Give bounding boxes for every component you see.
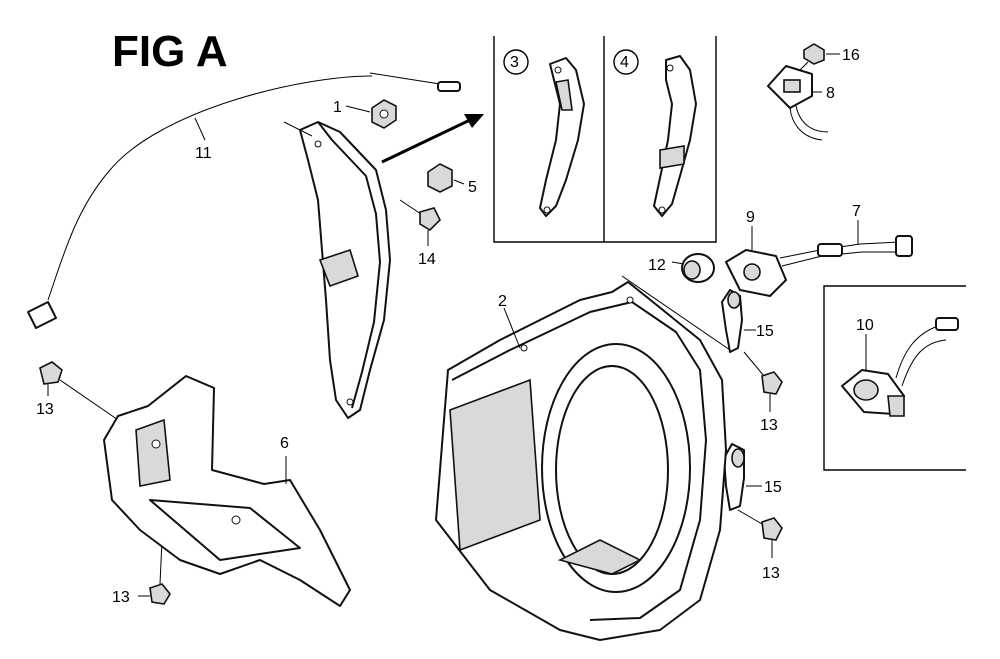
callout-labels: 1 2 3 4 5 6 7 8 9 10 11 12 13 13 13 13 1… — [36, 47, 874, 606]
callout-1: 1 — [333, 99, 342, 116]
part-2-fan-shroud — [435, 275, 731, 641]
callout-10: 10 — [856, 317, 874, 334]
part-9-sensor — [725, 226, 787, 297]
part-7-wire — [779, 220, 913, 267]
callout-7: 7 — [852, 203, 861, 220]
callout-9: 9 — [746, 209, 755, 226]
part-15-clamp-upper — [721, 289, 756, 353]
part-8-switch — [767, 65, 829, 141]
callout-3: 3 — [510, 54, 519, 71]
callout-14: 14 — [418, 251, 436, 268]
callout-4: 4 — [620, 54, 629, 71]
callout-8: 8 — [826, 85, 835, 102]
callout-13-left: 13 — [36, 401, 54, 418]
part-5-clip — [427, 163, 465, 193]
part-14-screw — [399, 199, 441, 246]
callout-13-bottom: 13 — [112, 589, 130, 606]
part-6-bracket — [103, 375, 351, 607]
part-13-bolt-right-lower — [737, 509, 783, 558]
callout-11: 11 — [195, 145, 212, 162]
part-13-bolt-right-upper — [743, 351, 783, 412]
callout-15-lower: 15 — [764, 479, 782, 496]
callout-5: 5 — [468, 179, 477, 196]
callout-15-upper: 15 — [756, 323, 774, 340]
part-15-clamp-lower — [723, 443, 762, 511]
callout-13-right-lower: 13 — [762, 565, 780, 582]
part-16-bolt — [799, 43, 840, 71]
part-12-grommet — [671, 253, 715, 283]
part-1-nut — [345, 99, 397, 129]
callout-12: 12 — [648, 257, 666, 274]
callout-6: 6 — [280, 435, 289, 452]
inset-box-right — [823, 285, 966, 471]
part-14-bracket — [283, 121, 391, 419]
callout-16: 16 — [842, 47, 860, 64]
inset-box — [493, 36, 717, 243]
part-11-wire — [27, 72, 461, 329]
part-13-bolt-left — [39, 361, 125, 425]
callout-13-right-upper: 13 — [760, 417, 778, 434]
callout-2: 2 — [498, 293, 507, 310]
arrow-to-inset — [381, 114, 484, 164]
figure-title: FIG A — [112, 27, 228, 76]
